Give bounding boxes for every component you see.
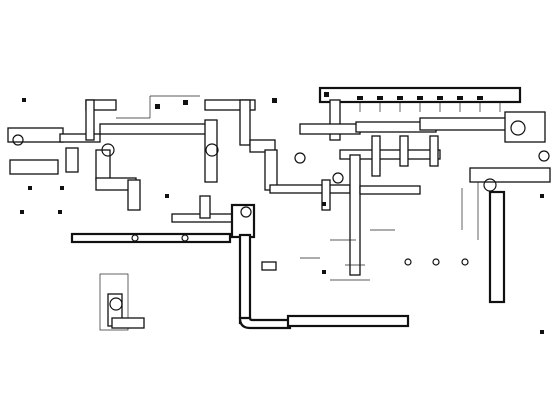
duct-riser bbox=[239, 99, 251, 146]
duct-segment bbox=[9, 159, 59, 175]
tag-marker bbox=[155, 104, 160, 109]
central-vertical-main bbox=[230, 203, 410, 330]
top-right-main-duct bbox=[299, 86, 550, 162]
equipment-room bbox=[99, 273, 129, 331]
valve-tag bbox=[357, 96, 363, 100]
right-riser bbox=[461, 167, 551, 304]
duct-segment bbox=[299, 123, 361, 135]
duct-segment bbox=[59, 133, 101, 143]
duct-elbow bbox=[238, 316, 292, 330]
tag-marker bbox=[324, 92, 329, 97]
branch-pipes bbox=[359, 102, 501, 112]
bottom-left-detail bbox=[99, 273, 145, 331]
duct-segment bbox=[249, 139, 276, 153]
fan-coil-unit bbox=[332, 172, 344, 184]
tag-marker bbox=[322, 270, 326, 274]
duct-segment bbox=[419, 117, 511, 131]
vertical-duct bbox=[238, 233, 252, 325]
duct-riser bbox=[399, 135, 409, 167]
tag-marker bbox=[58, 210, 62, 214]
duct-segment bbox=[339, 149, 441, 160]
damper bbox=[261, 261, 277, 271]
main-duct bbox=[286, 314, 410, 328]
duct-riser bbox=[199, 195, 211, 219]
diffuser bbox=[404, 258, 412, 266]
vertical-riser bbox=[488, 190, 506, 304]
fan-coil-unit bbox=[205, 143, 219, 157]
diffuser bbox=[461, 258, 469, 266]
duct-riser bbox=[95, 149, 111, 181]
duct-segment bbox=[99, 123, 211, 135]
upper-central-duct bbox=[204, 99, 351, 194]
duct-segment bbox=[204, 99, 256, 111]
air-diffuser bbox=[12, 134, 24, 146]
diffuser bbox=[131, 234, 139, 242]
fan-icon bbox=[510, 120, 526, 136]
tag-marker bbox=[28, 186, 32, 190]
valve-tag bbox=[457, 96, 463, 100]
valve-tag bbox=[397, 96, 403, 100]
tag-marker bbox=[272, 98, 277, 103]
tag-marker bbox=[165, 194, 169, 198]
tag-marker bbox=[540, 330, 544, 334]
lower-left-duct bbox=[70, 195, 233, 244]
duct-riser bbox=[371, 135, 381, 177]
duct-riser bbox=[204, 119, 218, 183]
duct-riser bbox=[329, 99, 341, 141]
pipe-run bbox=[300, 229, 395, 281]
left-duct-run bbox=[7, 95, 211, 211]
duct-segment bbox=[269, 184, 351, 194]
duct-segment bbox=[111, 317, 145, 329]
valve-tag bbox=[377, 96, 383, 100]
fan-coil-unit bbox=[101, 143, 115, 157]
fan-coil-unit bbox=[483, 178, 497, 192]
valve-tag bbox=[417, 96, 423, 100]
main-duct bbox=[70, 232, 232, 244]
diffuser bbox=[181, 234, 189, 242]
fan-coil-unit bbox=[294, 152, 306, 164]
fan-icon bbox=[109, 297, 123, 311]
tag-marker bbox=[540, 194, 544, 198]
duct-segment bbox=[359, 185, 421, 195]
pipe-run bbox=[461, 182, 479, 240]
duct-riser bbox=[349, 154, 361, 276]
middle-branches bbox=[300, 135, 469, 281]
duct-segment bbox=[469, 167, 551, 183]
valve-tag bbox=[437, 96, 443, 100]
tag-marker bbox=[183, 100, 188, 105]
duct-riser bbox=[65, 147, 79, 173]
duct-riser bbox=[85, 99, 95, 141]
tag-marker bbox=[322, 202, 326, 206]
duct-riser bbox=[127, 179, 141, 211]
annotation-tags bbox=[20, 92, 544, 334]
duct-riser bbox=[321, 179, 331, 211]
tag-marker bbox=[22, 98, 26, 102]
duct-riser bbox=[429, 135, 439, 167]
fan-icon bbox=[240, 206, 252, 218]
diffuser bbox=[432, 258, 440, 266]
tag-marker bbox=[60, 186, 64, 190]
valve-tag bbox=[477, 96, 483, 100]
duct-riser bbox=[264, 149, 278, 191]
pipe-run bbox=[116, 95, 200, 119]
air-terminal bbox=[538, 150, 550, 162]
tag-marker bbox=[20, 210, 24, 214]
